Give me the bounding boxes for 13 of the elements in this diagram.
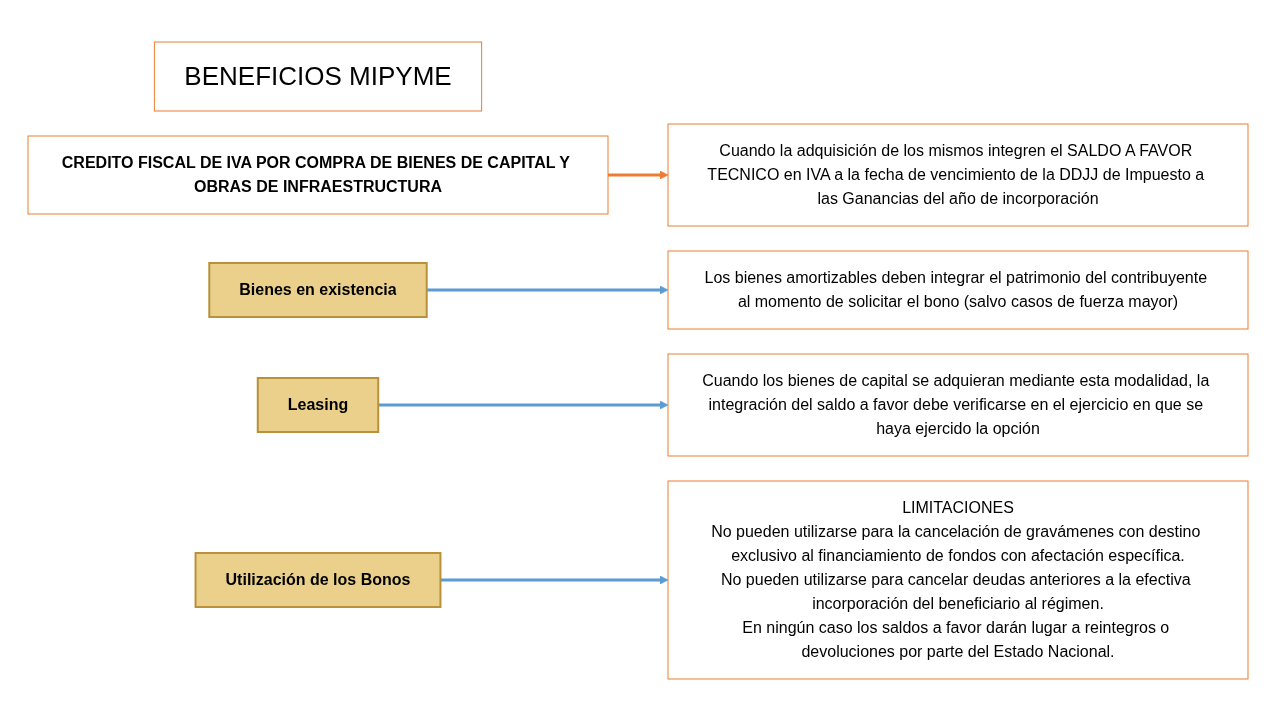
node-box: CREDITO FISCAL DE IVA POR COMPRA DE BIENES DE CAPITAL Y OBRAS DE INFRAESTRUCTURA <box>27 135 608 214</box>
node-box: Cuando los bienes de capital se adquieran mediante esta modalidad, la integración del saldo a favor debe verificarse en el ejercicio en que se haya ejercido la opción <box>667 353 1248 456</box>
node-box: Los bienes amortizables deben integrar el patrimonio del contribuyente al momento de solicitar el bono (salvo casos de fuerza mayor) <box>667 250 1248 329</box>
arrow <box>426 285 668 294</box>
node-box: BENEFICIOS MIPYME <box>153 41 482 111</box>
node-box: Utilización de los Bonos <box>194 551 441 608</box>
node-box: Cuando la adquisición de los mismos integren el SALDO A FAVOR TECNICO en IVA a la fecha de vencimiento de la DDJJ de Impuesto a las Ganancias del año de incorporación <box>667 123 1248 226</box>
node-box: Leasing <box>256 376 379 433</box>
arrow <box>607 170 668 179</box>
node-box: LIMITACIONES No pueden utilizarse para la cancelación de gravámenes con destino exclusivo al financiamiento de fondos con afectación específica. No pueden utilizarse para cancelar deudas anteriores a la efectiva incorporación del beneficiario al régimen. En ningún caso los saldos a favor darán lugar a reintegros o devoluciones por parte del Estado Nacional. <box>667 480 1248 679</box>
arrow <box>439 575 668 584</box>
arrow <box>377 400 668 409</box>
node-box: Bienes en existencia <box>207 261 428 318</box>
